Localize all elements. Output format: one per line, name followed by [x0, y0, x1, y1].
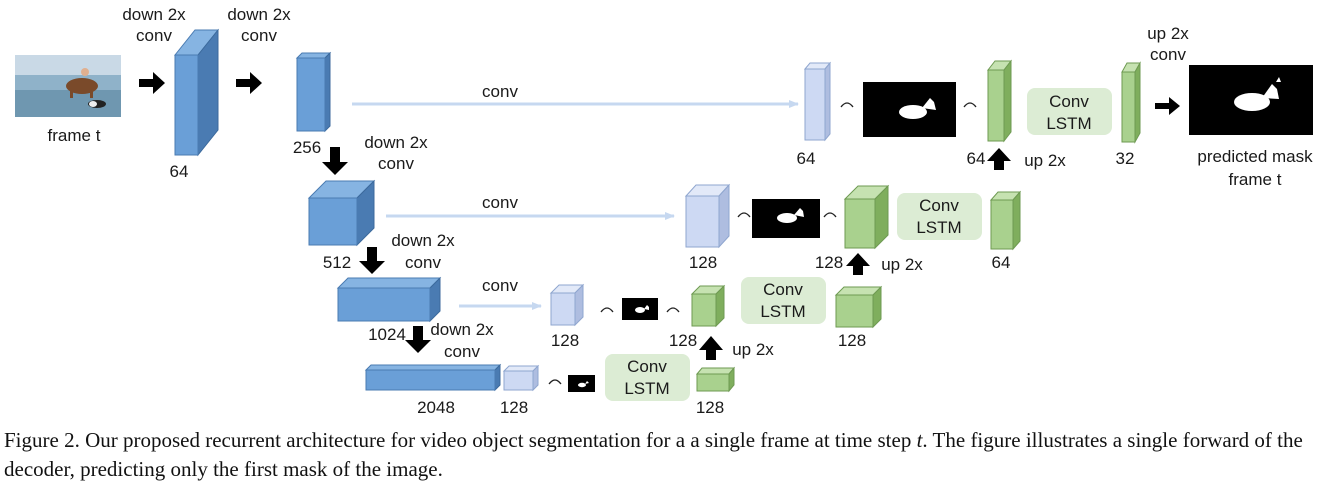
decoder-block-l1-out [989, 190, 1022, 251]
conv-lstm-box-l3: Conv LSTM [605, 354, 690, 401]
dl3-out-channels: 128 [696, 398, 724, 417]
svg-text:Conv: Conv [1049, 92, 1089, 111]
enc5-channels: 2048 [417, 398, 455, 417]
concat-icon [666, 307, 680, 313]
decoder-block-top-out [1121, 61, 1141, 144]
dl1-in-channels: 128 [815, 253, 843, 272]
conv-lstm-box-l2: Conv LSTM [741, 277, 826, 324]
decoder-block-top-in [986, 59, 1013, 143]
mask-thumbnail-medium [752, 199, 820, 238]
mask-thumbnail-small [622, 298, 658, 320]
conv-lstm-box-l1: Conv LSTM [897, 193, 982, 240]
dtop-out-channels: 32 [1116, 149, 1135, 168]
skip-block-4 [502, 364, 540, 392]
encoder-block-1 [173, 28, 220, 157]
enc4-channels: 1024 [368, 325, 406, 344]
enc2-channels: 256 [293, 138, 321, 157]
top-conv-label: conv [1150, 45, 1186, 64]
svg-text:Conv: Conv [763, 280, 803, 299]
enc3-conv-label: conv [378, 154, 414, 173]
concat-icon [737, 212, 751, 218]
enc5-down-label: down 2x [430, 320, 494, 339]
enc4-down-label: down 2x [391, 231, 455, 250]
enc1-down-label: down 2x [122, 5, 186, 24]
frame-label: frame t [48, 126, 101, 145]
skip1-conv-label: conv [482, 82, 518, 101]
svg-text:Conv: Conv [627, 357, 667, 376]
caption-suffix: . The figure illustrates a single forwar… [4, 428, 1303, 481]
svg-text:LSTM: LSTM [1046, 114, 1091, 133]
conv-lstm-box-top: Conv LSTM [1027, 88, 1112, 135]
decoder-block-l2-out [834, 285, 883, 329]
arrow-down-icon [405, 326, 431, 353]
svg-text:LSTM: LSTM [624, 379, 669, 398]
skip4-channels: 128 [500, 398, 528, 417]
mask-thumbnail-large [863, 82, 956, 137]
svg-text:Conv: Conv [919, 196, 959, 215]
mask-thumbnail-tiny [568, 375, 595, 392]
decoder-block-l3-out [695, 366, 736, 393]
arrow-right-icon [139, 72, 165, 94]
enc4-conv-label: conv [405, 253, 441, 272]
enc5-conv-label: conv [444, 342, 480, 361]
caption-var: t [916, 428, 923, 452]
concat-icon [600, 307, 614, 313]
skip2-channels: 128 [689, 253, 717, 272]
decoder-block-l1-in [843, 184, 890, 250]
arrow-up-icon [846, 253, 870, 275]
encoder-block-2 [295, 51, 332, 133]
skip-block-1 [803, 61, 832, 142]
arrow-right-icon [1155, 97, 1180, 115]
concat-icon [840, 102, 854, 108]
predicted-frame-label: frame t [1229, 170, 1282, 189]
arrow-up-icon [699, 336, 723, 360]
skip3-conv-label: conv [482, 276, 518, 295]
dl1-out-channels: 64 [992, 253, 1011, 272]
dl2-out-channels: 128 [838, 331, 866, 350]
enc2-down-label: down 2x [227, 5, 291, 24]
top-up2x-label: up 2x [1024, 151, 1066, 170]
arrow-right-icon [236, 72, 262, 94]
concat-icon [548, 379, 562, 385]
l2-up2x-label: up 2x [732, 340, 774, 359]
enc1-conv-label: conv [136, 26, 172, 45]
skip-block-3 [549, 283, 585, 327]
skip-block-2 [684, 183, 731, 249]
input-frame-image [15, 55, 121, 117]
decoder-block-l2-in [690, 284, 726, 328]
concat-icon [963, 102, 977, 108]
enc2-conv-label: conv [241, 26, 277, 45]
encoder-block-4 [336, 276, 442, 323]
enc3-channels: 512 [323, 253, 351, 272]
encoder-block-5 [364, 363, 502, 392]
enc3-down-label: down 2x [364, 133, 428, 152]
predicted-mask-image [1189, 65, 1313, 135]
top-up-label: up 2x [1147, 24, 1189, 43]
skip2-conv-label: conv [482, 193, 518, 212]
arrow-down-icon [322, 147, 348, 175]
svg-text:LSTM: LSTM [760, 302, 805, 321]
skip1-channels: 64 [797, 149, 816, 168]
predicted-mask-label: predicted mask [1197, 147, 1313, 166]
arrow-up-icon [987, 148, 1011, 170]
svg-text:LSTM: LSTM [916, 218, 961, 237]
concat-icon [823, 212, 837, 218]
figure-caption: Figure 2. Our proposed recurrent archite… [4, 426, 1330, 484]
dl2-in-channels: 128 [669, 331, 697, 350]
l1-up2x-label: up 2x [881, 255, 923, 274]
arrow-down-icon [359, 247, 385, 274]
caption-prefix: Figure 2. Our proposed recurrent archite… [4, 428, 917, 452]
enc1-channels: 64 [170, 162, 189, 181]
dtop-in-channels: 64 [967, 149, 986, 168]
encoder-block-3 [307, 179, 376, 247]
skip3-channels: 128 [551, 331, 579, 350]
